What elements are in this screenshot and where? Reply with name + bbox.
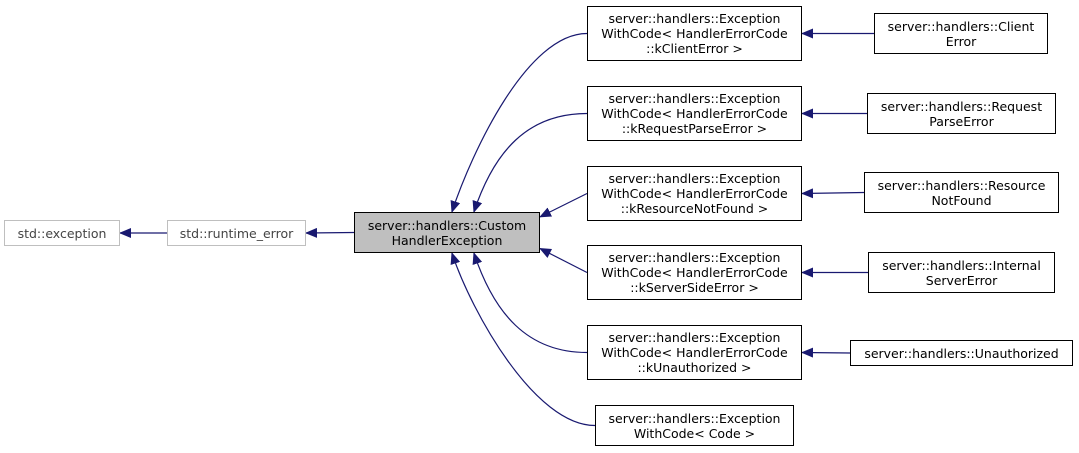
node-label: WithCode< Code > bbox=[633, 425, 756, 441]
node-label: HandlerException bbox=[391, 232, 503, 248]
node-label: ::kUnauthorized > bbox=[637, 360, 752, 375]
edge-ewc_request-to-custom bbox=[472, 112, 588, 213]
node-label: WithCode< HandlerErrorCode bbox=[601, 186, 788, 201]
edge-resource_not_found-to-ewc_resource bbox=[801, 188, 865, 199]
edge-ewc_unauth-to-custom bbox=[472, 252, 588, 354]
node-label: ::kClientError > bbox=[646, 41, 743, 56]
node-request-parse-error[interactable]: server::handlers::Request ParseError bbox=[867, 93, 1056, 134]
node-label: ::kServerSideError > bbox=[630, 280, 759, 295]
node-exception-with-code-krequestparseerror[interactable]: server::handlers::Exception WithCode< Ha… bbox=[587, 86, 802, 141]
node-internal-server-error[interactable]: server::handlers::Internal ServerError bbox=[868, 252, 1055, 293]
node-label: server::handlers::Internal bbox=[882, 257, 1041, 273]
edge-ewc_server-to-custom bbox=[539, 247, 588, 274]
edge-unauthorized-to-ewc_unauth bbox=[801, 347, 851, 358]
node-label: server::handlers::Client bbox=[887, 18, 1035, 34]
node-client-error[interactable]: server::handlers::Client Error bbox=[874, 13, 1048, 54]
node-label: Error bbox=[945, 33, 977, 49]
node-label: server::handlers::Exception bbox=[608, 171, 781, 186]
node-label: ServerError bbox=[925, 272, 998, 288]
node-label: server::handlers::Request bbox=[880, 98, 1043, 114]
node-resource-not-found[interactable]: server::handlers::Resource NotFound bbox=[864, 172, 1059, 213]
node-label: server::handlers::Resource bbox=[877, 177, 1046, 193]
node-label: server::handlers::Exception bbox=[608, 410, 781, 426]
node-label: std::exception bbox=[17, 225, 107, 241]
node-label: server::handlers::Exception bbox=[608, 250, 781, 265]
node-label: ParseError bbox=[929, 113, 994, 129]
node-std-runtime-error[interactable]: std::runtime_error bbox=[167, 220, 306, 246]
node-label: WithCode< HandlerErrorCode bbox=[601, 106, 788, 121]
edge-custom-to-runtime_error bbox=[305, 227, 355, 238]
node-exception-with-code-kclienterror[interactable]: server::handlers::Exception WithCode< Ha… bbox=[587, 6, 802, 61]
node-label: server::handlers::Exception bbox=[608, 91, 781, 106]
node-exception-with-code-template[interactable]: server::handlers::Exception WithCode< Co… bbox=[595, 405, 794, 446]
edge-ewc_resource-to-custom bbox=[539, 192, 588, 218]
edge-ewc_client-to-custom bbox=[450, 32, 588, 213]
node-label: server::handlers::Exception bbox=[608, 330, 781, 345]
node-label: WithCode< HandlerErrorCode bbox=[601, 26, 788, 41]
edge-ewc_code-to-custom bbox=[450, 252, 596, 427]
node-label: ::kResourceNotFound > bbox=[620, 201, 769, 216]
node-label: WithCode< HandlerErrorCode bbox=[601, 345, 788, 360]
node-label: server::handlers::Exception bbox=[608, 11, 781, 26]
node-label: ::kRequestParseError > bbox=[621, 121, 768, 136]
node-label: std::runtime_error bbox=[179, 225, 294, 241]
node-std-exception[interactable]: std::exception bbox=[4, 220, 120, 246]
node-label: NotFound bbox=[931, 192, 992, 208]
node-exception-with-code-kunauthorized[interactable]: server::handlers::Exception WithCode< Ha… bbox=[587, 325, 802, 380]
node-exception-with-code-kresourcenotfound[interactable]: server::handlers::Exception WithCode< Ha… bbox=[587, 166, 802, 221]
node-label: server::handlers::Unauthorized bbox=[864, 345, 1059, 361]
node-label: WithCode< HandlerErrorCode bbox=[601, 265, 788, 280]
node-label: server::handlers::Custom bbox=[367, 217, 527, 233]
node-custom-handler-exception[interactable]: server::handlers::Custom HandlerExceptio… bbox=[354, 212, 540, 253]
node-unauthorized[interactable]: server::handlers::Unauthorized bbox=[850, 340, 1073, 366]
node-exception-with-code-kserversideerror[interactable]: server::handlers::Exception WithCode< Ha… bbox=[587, 245, 802, 300]
